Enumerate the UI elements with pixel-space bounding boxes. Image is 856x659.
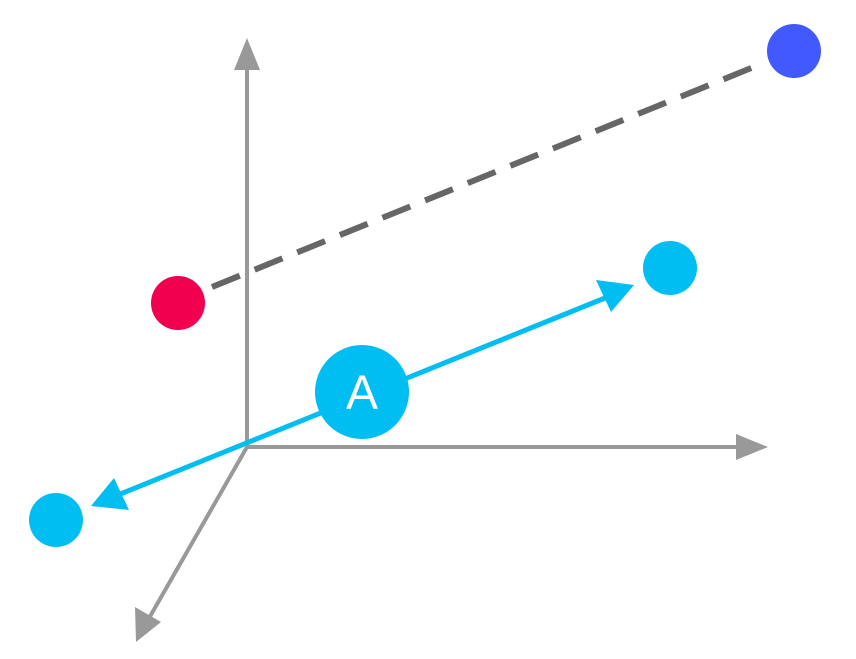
- horizontal-axis-arrowhead: [736, 434, 768, 460]
- cyan-arrowhead-lower: [91, 478, 129, 510]
- blue-point: [767, 24, 821, 78]
- dashed-connection-line: [210, 59, 768, 290]
- cyan-arrowhead-upper: [596, 280, 634, 312]
- vertical-axis-arrowhead: [234, 38, 260, 70]
- cyan-point-lower: [29, 493, 83, 547]
- label-a-circle: [315, 345, 409, 439]
- depth-axis-arrowhead: [135, 607, 161, 642]
- label-a-badge: A: [315, 345, 409, 439]
- depth-axis: [146, 446, 249, 621]
- axes: [135, 38, 768, 642]
- red-point: [151, 276, 205, 330]
- label-a-text: A: [346, 367, 378, 420]
- cyan-point-upper: [643, 241, 697, 295]
